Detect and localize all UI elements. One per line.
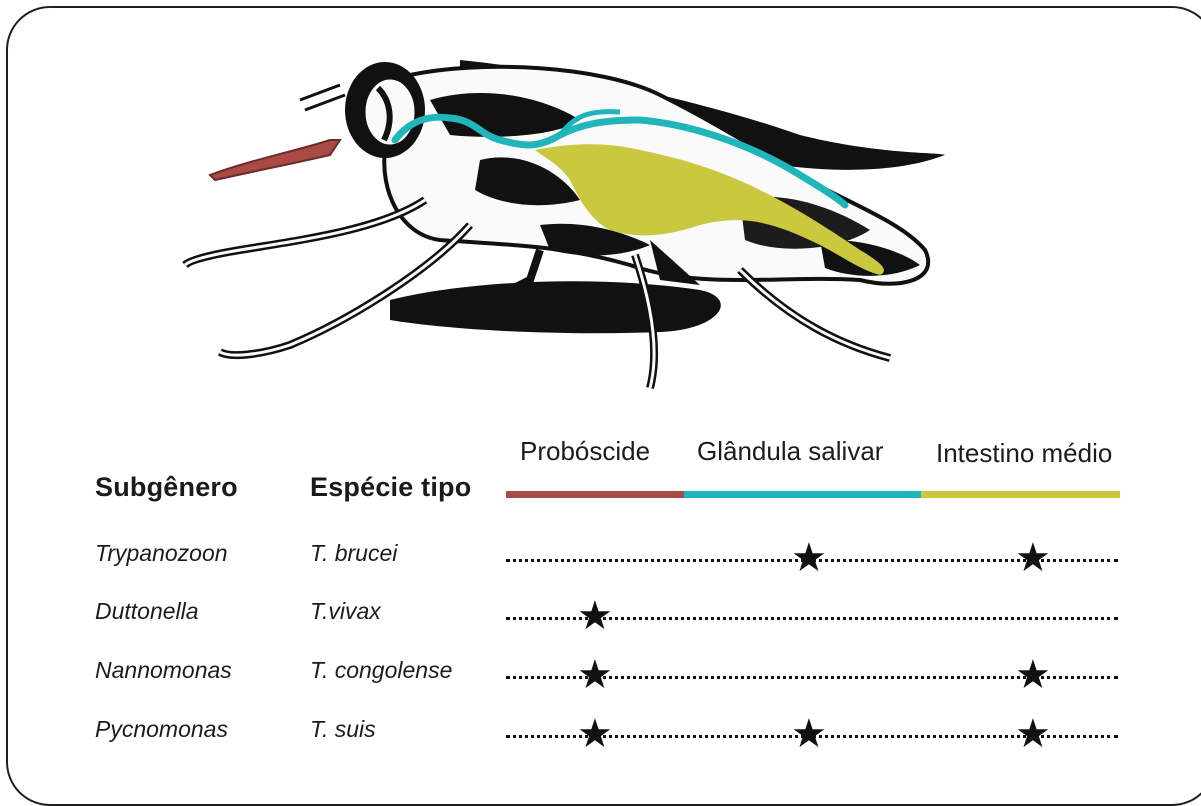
- category-midgut-label: Intestino médio: [936, 438, 1112, 469]
- category-salivary-gland-bar: [684, 491, 921, 498]
- subgenus-header: Subgênero: [95, 472, 238, 503]
- row-species-label: T.vivax: [310, 598, 381, 625]
- star-icon: ★: [1015, 538, 1051, 578]
- star-icon: ★: [577, 655, 613, 695]
- row-species-label: T. brucei: [310, 540, 397, 567]
- row-subgenus-label: Nannomonas: [95, 657, 232, 684]
- star-icon: ★: [577, 596, 613, 636]
- category-proboscis-bar: [506, 491, 684, 498]
- row-species-label: T. suis: [310, 716, 376, 743]
- tsetse-fly-illustration: [180, 40, 960, 400]
- proboscis-shape: [210, 140, 340, 180]
- row-species-label: T. congolense: [310, 657, 452, 684]
- row-subgenus-label: Trypanozoon: [95, 540, 228, 567]
- row-subgenus-label: Pycnomonas: [95, 716, 228, 743]
- star-icon: ★: [791, 538, 827, 578]
- category-salivary-gland-label: Glândula salivar: [697, 436, 883, 467]
- star-icon: ★: [1015, 714, 1051, 754]
- star-icon: ★: [577, 714, 613, 754]
- star-icon: ★: [1015, 655, 1051, 695]
- category-proboscis-label: Probóscide: [520, 436, 650, 467]
- species-header: Espécie tipo: [310, 472, 471, 503]
- star-icon: ★: [791, 714, 827, 754]
- category-midgut-bar: [921, 491, 1120, 498]
- row-subgenus-label: Duttonella: [95, 598, 199, 625]
